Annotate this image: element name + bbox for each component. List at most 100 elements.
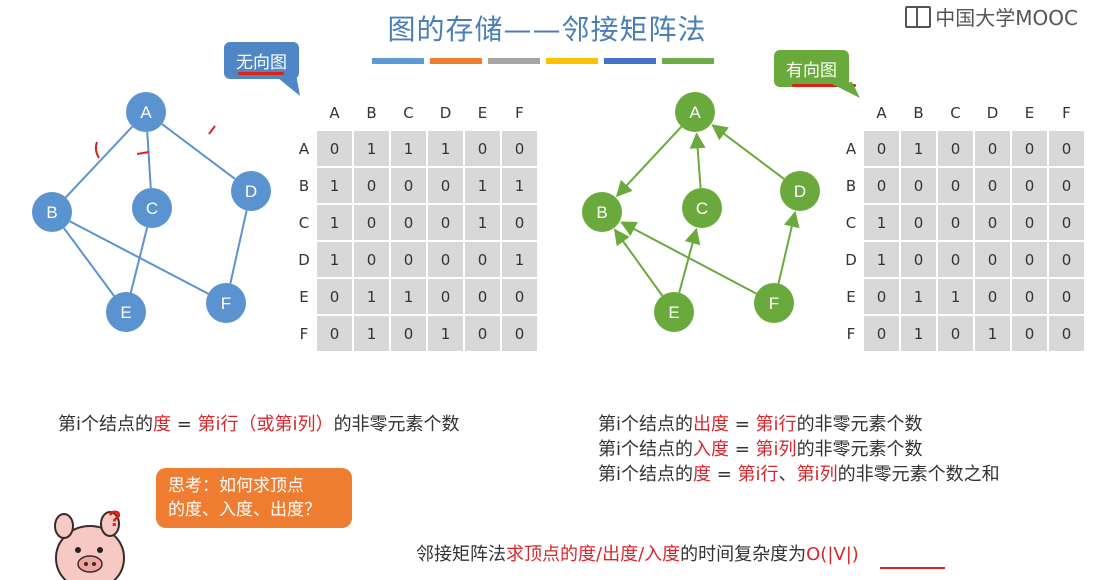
color-bar <box>372 58 714 64</box>
col-header: E <box>477 104 488 122</box>
row-header: A <box>845 139 857 158</box>
matrix-cell: 0 <box>500 314 539 353</box>
node-D <box>231 171 271 211</box>
matrix-cell: 0 <box>1047 314 1086 353</box>
row-header: D <box>298 250 310 269</box>
red-underline <box>238 72 284 75</box>
matrix-cell: 0 <box>973 240 1012 279</box>
edge-A-D <box>161 123 236 180</box>
formula-highlight: 第i行 <box>737 464 779 485</box>
row-header: F <box>299 324 309 343</box>
edge-A-C <box>146 131 152 189</box>
edge-A-B <box>615 125 683 198</box>
matrix-cell: 0 <box>463 129 502 168</box>
node-A <box>675 92 715 132</box>
node-label: F <box>769 294 779 313</box>
row-header: E <box>299 287 309 306</box>
pig-mascot-icon: ? <box>54 506 125 580</box>
matrix-cell: 0 <box>500 129 539 168</box>
matrix-cell: 0 <box>1047 277 1086 316</box>
note-highlight: 求顶点的度/出度/入度 <box>506 544 681 565</box>
col-header: A <box>876 104 887 122</box>
edge-E-C <box>678 227 701 293</box>
matrix-cell: 0 <box>1010 166 1049 205</box>
matrix-cell: 0 <box>463 314 502 353</box>
formula-text: = <box>729 439 756 460</box>
matrix-cell: 0 <box>936 314 975 353</box>
matrix-cell: 1 <box>389 277 428 316</box>
matrix-cell: 0 <box>426 277 465 316</box>
matrix-cell: 1 <box>352 314 391 353</box>
node-label: C <box>146 199 158 218</box>
matrix-cell: 1 <box>352 129 391 168</box>
formula-highlight: 第i行 <box>755 414 797 435</box>
matrix-cell: 0 <box>426 203 465 242</box>
col-header: B <box>913 104 924 122</box>
formula-text: 第i个结点的 <box>598 414 694 435</box>
node-label: F <box>221 294 231 313</box>
callout-pointer <box>832 82 860 98</box>
col-header: C <box>950 104 961 122</box>
matrix-cell: 0 <box>389 314 428 353</box>
matrix-cell: 0 <box>352 240 391 279</box>
node-D <box>780 171 820 211</box>
row-header: C <box>845 213 857 232</box>
matrix-cell: 0 <box>426 166 465 205</box>
formula-text: 第i个结点的 <box>598 464 694 485</box>
matrix-cell: 0 <box>899 166 938 205</box>
node-label: B <box>596 203 607 222</box>
matrix-cell: 1 <box>862 203 901 242</box>
matrix-cell: 1 <box>899 314 938 353</box>
node-label: D <box>794 182 806 201</box>
row-header: D <box>845 250 857 269</box>
matrix-cell: 0 <box>862 129 901 168</box>
col-header: C <box>403 104 414 122</box>
matrix-cell: 0 <box>862 166 901 205</box>
node-label: A <box>140 103 152 122</box>
matrix-cell: 0 <box>862 314 901 353</box>
formula-text: 的非零元素个数 <box>796 414 923 435</box>
formula-highlight: 第i行（或第i列） <box>197 414 334 435</box>
matrix-cell: 0 <box>973 203 1012 242</box>
matrix-cell: 1 <box>315 203 354 242</box>
matrix-cell: 0 <box>1047 203 1086 242</box>
matrix-cell: 1 <box>899 277 938 316</box>
formula-text: 的非零元素个数 <box>796 439 923 460</box>
matrix-cell: 1 <box>315 166 354 205</box>
matrix-cell: 0 <box>899 240 938 279</box>
matrix-header-row: A B C D E F <box>840 97 1085 130</box>
matrix-cell: 0 <box>389 240 428 279</box>
directed-degree-formulas: 第i个结点的出度 = 第i行的非零元素个数 第i个结点的入度 = 第i列的非零元… <box>598 412 1000 487</box>
matrix-cell: 1 <box>500 166 539 205</box>
formula-text: = <box>171 414 198 435</box>
edge-B-E <box>63 227 115 297</box>
directed-graph-tag: 有向图 <box>774 50 849 87</box>
row-header: A <box>298 139 310 158</box>
matrix-cell: 0 <box>1010 203 1049 242</box>
formula-highlight: 第i列 <box>796 464 838 485</box>
node-label: B <box>46 203 57 222</box>
undirected-degree-formula: 第i个结点的度 = 第i行（或第i列）的非零元素个数 <box>58 410 460 436</box>
node-F <box>754 283 794 323</box>
node-A <box>126 92 166 132</box>
matrix-cell: 0 <box>352 203 391 242</box>
undirected-graph-tag: 无向图 <box>224 42 299 79</box>
color-segment <box>488 58 540 64</box>
color-segment <box>604 58 656 64</box>
matrix-cell: 0 <box>463 240 502 279</box>
matrix-cell: 0 <box>500 277 539 316</box>
red-mark <box>136 151 150 155</box>
matrix-cell: 0 <box>1010 314 1049 353</box>
col-header: F <box>515 104 524 122</box>
edge-E-B <box>613 228 664 297</box>
edge-D-F <box>229 210 248 284</box>
node-B <box>582 192 622 232</box>
in-degree-formula: 第i个结点的入度 = 第i列的非零元素个数 <box>598 437 1000 462</box>
